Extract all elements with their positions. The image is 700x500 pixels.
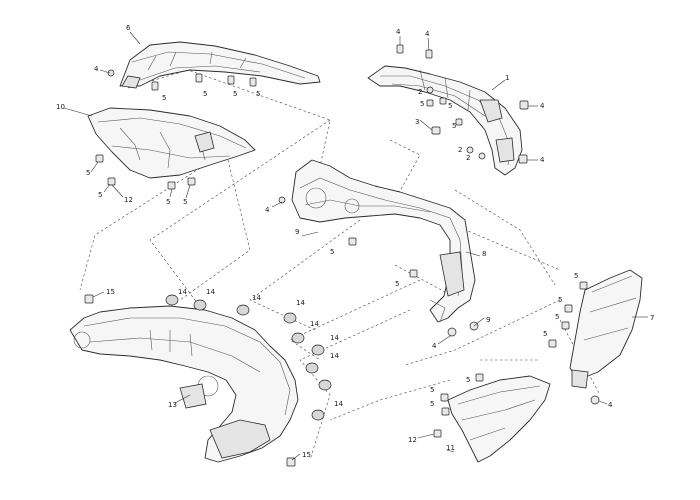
central-headlight-frame	[291, 159, 476, 323]
left-inner-panel	[87, 107, 256, 179]
callout-3: 3	[415, 118, 419, 126]
callout-5: 5	[166, 198, 170, 206]
callout-2: 2	[458, 146, 462, 154]
upper-fairing-bracket	[367, 65, 523, 176]
callout-5: 5	[420, 100, 424, 108]
callout-5: 5	[183, 198, 187, 206]
lower-side-panel	[447, 375, 551, 463]
callout-14: 14	[206, 288, 215, 296]
callout-14: 14	[252, 294, 261, 302]
callout-4: 4	[94, 65, 99, 73]
callout-5: 5	[256, 90, 260, 98]
callout-4: 4	[540, 156, 545, 164]
callout-9: 9	[486, 316, 490, 324]
callout-5: 5	[543, 330, 547, 338]
callout-15: 15	[302, 451, 311, 459]
callout-12: 12	[124, 196, 133, 204]
callout-5: 5	[452, 122, 456, 130]
callout-5: 5	[558, 296, 562, 304]
leader-lines	[63, 31, 648, 461]
callout-5: 5	[466, 376, 470, 384]
callout-5: 5	[448, 102, 452, 110]
callout-5: 5	[555, 313, 559, 321]
callout-5: 5	[203, 90, 207, 98]
callout-5: 5	[430, 400, 434, 408]
grommets	[165, 294, 332, 421]
upper-trim-panel	[119, 41, 321, 89]
callout-8: 8	[482, 250, 486, 258]
callout-10: 10	[56, 103, 65, 111]
callout-11: 11	[446, 444, 455, 452]
headlight-assembly	[69, 305, 299, 463]
callout-5: 5	[430, 386, 434, 394]
callout-4: 4	[265, 206, 270, 214]
callout-labels: 6 4 5 5 5 5 10 5 5 12 5 5 4 4 1 2 5 5 3 …	[56, 24, 654, 459]
callout-5: 5	[98, 191, 102, 199]
callout-1: 1	[505, 74, 509, 82]
callout-5: 5	[86, 169, 90, 177]
callout-5: 5	[574, 272, 578, 280]
callout-4: 4	[540, 102, 545, 110]
callout-5: 5	[233, 90, 237, 98]
hardware-fasteners	[84, 44, 600, 467]
callout-5: 5	[330, 248, 334, 256]
callout-9: 9	[295, 228, 299, 236]
callout-14: 14	[310, 320, 319, 328]
callout-4: 4	[425, 30, 430, 38]
callout-4: 4	[608, 401, 613, 409]
callout-15: 15	[106, 288, 115, 296]
callout-5: 5	[162, 94, 166, 102]
callout-5: 5	[395, 280, 399, 288]
callout-14: 14	[296, 299, 305, 307]
right-side-panel	[569, 269, 643, 389]
callout-13: 13	[168, 401, 177, 409]
callout-2: 2	[466, 154, 470, 162]
callout-2: 2	[418, 88, 422, 96]
callout-14: 14	[178, 288, 187, 296]
callout-12: 12	[408, 436, 417, 444]
callout-4: 4	[396, 28, 401, 36]
callout-14: 14	[330, 334, 339, 342]
callout-7: 7	[650, 314, 654, 322]
callout-4: 4	[432, 342, 437, 350]
callout-14: 14	[330, 352, 339, 360]
callout-6: 6	[126, 24, 131, 32]
callout-14: 14	[334, 400, 343, 408]
